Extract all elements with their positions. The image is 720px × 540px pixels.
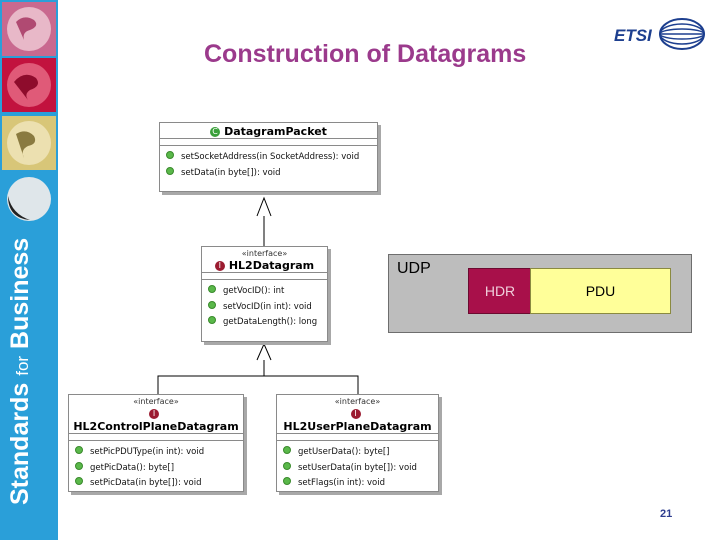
class-name: HL2UserPlaneDatagram (283, 420, 432, 433)
class-header: «interface» IHL2ControlPlaneDatagram (69, 395, 243, 434)
globe-tile-pink-icon (2, 2, 56, 56)
public-method-icon (208, 316, 216, 324)
inherit-arrowhead-datagram (256, 196, 272, 217)
inherit-arrowhead-planes (256, 342, 272, 361)
operation: setData(in byte[]): void (160, 166, 377, 182)
stereotype-label: «interface» (334, 397, 381, 406)
inherit-branch (157, 375, 359, 394)
interface-hl2-user-plane-datagram: «interface» IHL2UserPlaneDatagram getUse… (276, 394, 439, 492)
class-badge-icon: C (210, 127, 221, 137)
globe-tile-gold-icon (2, 116, 56, 170)
packet-pdu-field: PDU (530, 268, 671, 314)
public-method-icon (166, 151, 174, 159)
public-method-icon (75, 461, 83, 470)
etsi-logo-icon: ETSI (614, 18, 705, 50)
stereotype-label: «interface» (241, 249, 288, 258)
operation: setPicPDUType(in int): void (69, 445, 243, 461)
operation: setPicData(in byte[]): void (69, 476, 243, 492)
operation: getDataLength(): long (202, 315, 327, 331)
udp-label: UDP (397, 260, 431, 277)
operations-list: setSocketAddress(in SocketAddress): void… (160, 145, 377, 183)
operations-list: getUserData(): byte[] setUserData(in byt… (277, 440, 438, 494)
operation: getUserData(): byte[] (277, 445, 438, 461)
interface-badge-icon: I (350, 409, 361, 419)
public-method-icon (75, 477, 83, 485)
operation: setFlags(in int): void (277, 476, 438, 492)
slide-title: Construction of Datagrams (204, 40, 527, 68)
operation: setUserData(in byte[]): void (277, 461, 438, 477)
public-method-icon (75, 446, 83, 454)
public-method-icon (283, 461, 291, 470)
etsi-logo: ETSI (612, 14, 708, 59)
operation: setSocketAddress(in SocketAddress): void (160, 150, 377, 166)
public-method-icon (208, 300, 216, 309)
public-method-icon (208, 285, 216, 293)
operation: getVocID(): int (202, 284, 327, 300)
operation: getPicData(): byte[] (69, 461, 243, 477)
brand-sidebar: Standards for Business (0, 0, 58, 540)
interface-badge-icon: I (214, 261, 225, 271)
class-name: HL2Datagram (228, 259, 315, 272)
public-method-icon (283, 446, 291, 454)
svg-text:ETSI: ETSI (614, 26, 653, 45)
class-header: «interface» IHL2UserPlaneDatagram (277, 395, 438, 434)
interface-badge-icon: I (149, 409, 159, 419)
globe-tile-red-icon (2, 58, 56, 112)
operation: setVocID(in int): void (202, 300, 327, 316)
public-method-icon (283, 477, 291, 485)
class-name: DatagramPacket (224, 125, 327, 138)
globe-tile-grey-icon (2, 172, 56, 226)
operations-list: getVocID(): int setVocID(in int): void g… (202, 279, 327, 333)
page-number: 21 (660, 508, 673, 520)
class-name: HL2ControlPlaneDatagram (73, 420, 239, 433)
stereotype-label: «interface» (133, 397, 179, 406)
interface-hl2-control-plane-datagram: «interface» IHL2ControlPlaneDatagram set… (68, 394, 244, 492)
packet-header-field: HDR (468, 268, 532, 314)
operations-list: setPicPDUType(in int): void getPicData()… (69, 440, 243, 494)
public-method-icon (166, 166, 174, 175)
